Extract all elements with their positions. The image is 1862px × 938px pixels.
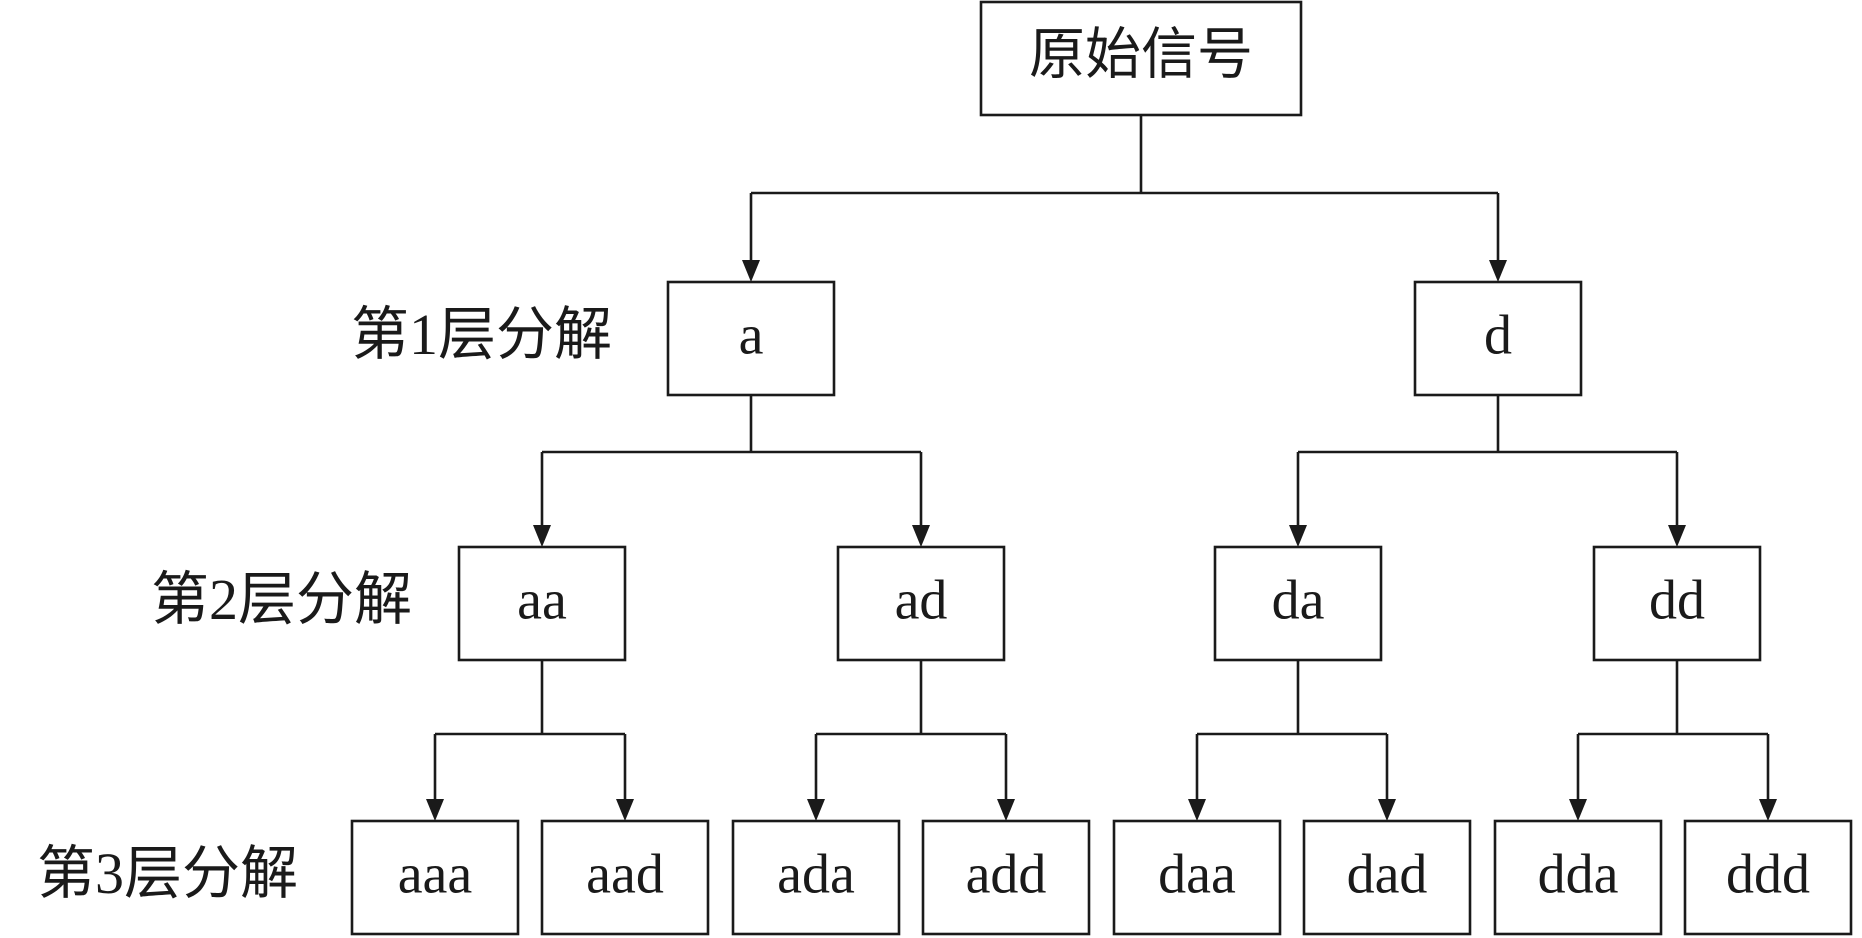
node-daa-box	[1112, 819, 1282, 936]
node-aad-box	[540, 819, 710, 936]
node-dd-box	[1592, 545, 1762, 662]
node-daa: daa	[1112, 819, 1282, 936]
node-d-label: d	[1484, 304, 1512, 366]
node-ada-label: ada	[777, 843, 855, 905]
arrowhead-icon	[1378, 799, 1396, 821]
arrowhead-icon	[426, 799, 444, 821]
node-add-label: add	[966, 843, 1047, 905]
tree-edges	[426, 115, 1777, 821]
node-dda-box	[1493, 819, 1663, 936]
node-dd: dd	[1592, 545, 1762, 662]
node-aa: aa	[457, 545, 627, 662]
arrowhead-icon	[1489, 260, 1507, 282]
arrowhead-icon	[912, 525, 930, 547]
level-label-1: 第1层分解	[351, 302, 612, 367]
node-ada: ada	[731, 819, 901, 936]
node-add: add	[921, 819, 1091, 936]
node-dda-label: dda	[1538, 843, 1619, 905]
node-aa-label: aa	[517, 569, 567, 631]
node-ddd: ddd	[1683, 819, 1853, 936]
arrowhead-icon	[997, 799, 1015, 821]
arrowhead-icon	[742, 260, 760, 282]
node-dd-label: dd	[1649, 569, 1705, 631]
arrowhead-icon	[1569, 799, 1587, 821]
node-dda: dda	[1493, 819, 1663, 936]
node-root: 原始信号	[979, 0, 1303, 117]
node-aad-label: aad	[586, 843, 664, 905]
node-ddd-box	[1683, 819, 1853, 936]
node-d: d	[1413, 280, 1583, 397]
node-root-box	[979, 0, 1303, 117]
node-aaa-box	[350, 819, 520, 936]
node-ad-label: ad	[895, 569, 948, 631]
arrowhead-icon	[1289, 525, 1307, 547]
arrowhead-icon	[1668, 525, 1686, 547]
node-aaa: aaa	[350, 819, 520, 936]
level-label-3: 第3层分解	[37, 841, 298, 906]
arrowhead-icon	[1759, 799, 1777, 821]
node-aad: aad	[540, 819, 710, 936]
node-a-label: a	[739, 304, 764, 366]
node-da-label: da	[1272, 569, 1325, 631]
node-ddd-label: ddd	[1726, 843, 1810, 905]
node-aa-box	[457, 545, 627, 662]
level-label-2: 第2层分解	[151, 567, 412, 632]
node-add-box	[921, 819, 1091, 936]
node-ada-box	[731, 819, 901, 936]
node-a: a	[666, 280, 836, 397]
node-a-box	[666, 280, 836, 397]
node-ad: ad	[836, 545, 1006, 662]
node-daa-label: daa	[1158, 843, 1236, 905]
node-dad-label: dad	[1347, 843, 1428, 905]
node-d-box	[1413, 280, 1583, 397]
node-dad: dad	[1302, 819, 1472, 936]
arrowhead-icon	[616, 799, 634, 821]
node-aaa-label: aaa	[398, 843, 473, 905]
arrowhead-icon	[533, 525, 551, 547]
node-ad-box	[836, 545, 1006, 662]
node-root-label: 原始信号	[1029, 24, 1253, 86]
node-da-box	[1213, 545, 1383, 662]
node-dad-box	[1302, 819, 1472, 936]
arrowhead-icon	[1188, 799, 1206, 821]
arrowhead-icon	[807, 799, 825, 821]
node-da: da	[1213, 545, 1383, 662]
